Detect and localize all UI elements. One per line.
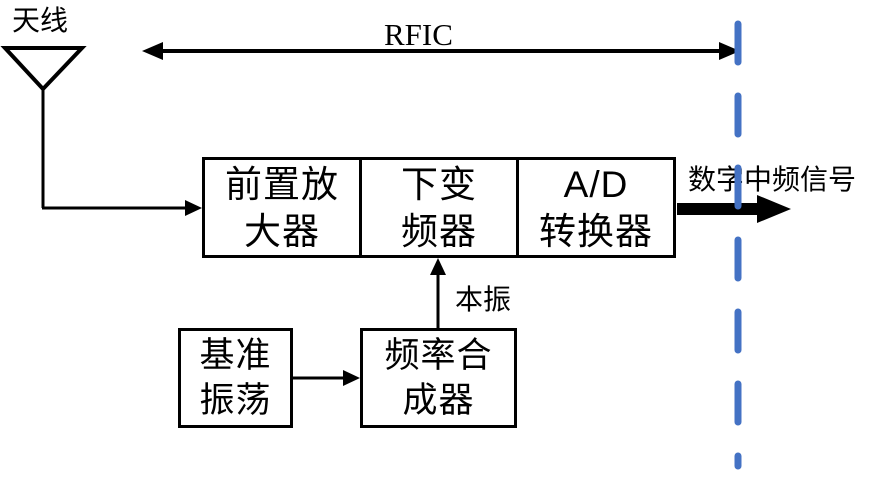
block-frequency-synthesizer-label: 频率合 成器 — [384, 336, 493, 420]
block-reference-oscillator: 基准 振荡 — [178, 328, 293, 428]
block-adc: A/D 转换器 — [516, 160, 673, 255]
ref-to-synth-arrow — [292, 370, 360, 386]
block-preamplifier-label: 前置放 大器 — [225, 163, 339, 252]
block-adc-label: A/D 转换器 — [539, 163, 653, 252]
block-preamplifier: 前置放 大器 — [205, 160, 359, 255]
antenna-label: 天线 — [12, 5, 69, 36]
block-downconverter-label: 下变 频器 — [401, 163, 477, 252]
lo-arrow — [430, 258, 446, 328]
antenna-feed-arrow — [42, 200, 202, 216]
rf-chain-row: 前置放 大器 下变 频器 A/D 转换器 — [202, 157, 676, 258]
block-reference-oscillator-label: 基准 振荡 — [199, 336, 272, 420]
rfic-span-label: RFIC — [384, 17, 453, 52]
antenna-icon — [0, 46, 87, 208]
digital-if-output-label: 数字中频信号 — [688, 164, 857, 195]
output-arrow — [677, 195, 791, 223]
local-oscillator-label: 本振 — [455, 284, 512, 315]
block-frequency-synthesizer: 频率合 成器 — [360, 328, 517, 428]
block-downconverter: 下变 频器 — [359, 160, 516, 255]
